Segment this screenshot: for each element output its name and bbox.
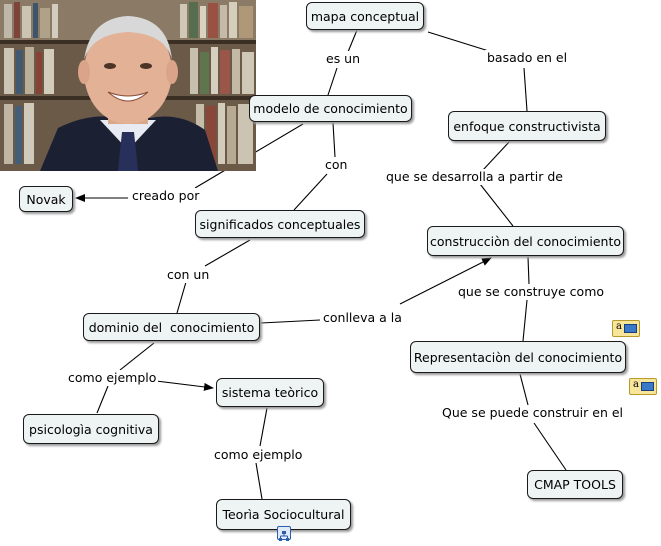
link-line bbox=[259, 407, 268, 447]
link-line bbox=[155, 380, 214, 391]
annotation-icon[interactable]: a bbox=[612, 320, 640, 337]
link-line bbox=[327, 67, 338, 96]
link-label-es-un[interactable]: es un bbox=[324, 51, 363, 67]
concept-enfoque-constructivista[interactable]: enfoque constructivista bbox=[448, 111, 606, 141]
link-line bbox=[527, 256, 530, 285]
concept-modelo-de-conocimiento[interactable]: modelo de conocimiento bbox=[249, 95, 412, 122]
link-line bbox=[260, 319, 321, 324]
annotation-letter-glyph: a bbox=[616, 321, 622, 332]
annotation-letter-glyph: a bbox=[633, 379, 639, 390]
link-label-con[interactable]: con bbox=[323, 157, 350, 173]
link-line bbox=[533, 422, 567, 471]
concept-cmap-tools[interactable]: CMAP TOOLS bbox=[527, 470, 623, 499]
annotation-icon[interactable]: a bbox=[629, 378, 657, 395]
concept-representacion-del-conocimiento[interactable]: Representaciòn del conocimiento bbox=[410, 341, 626, 373]
pen-icon bbox=[624, 324, 637, 333]
link-label-que-se-desarrolla[interactable]: que se desarrolla a partir de bbox=[384, 169, 565, 185]
link-line bbox=[427, 31, 493, 53]
sitemap-glyph bbox=[279, 531, 289, 541]
link-line bbox=[293, 173, 328, 211]
link-line bbox=[119, 342, 155, 371]
link-line bbox=[255, 462, 263, 500]
link-label-como-ejemplo-2[interactable]: como ejemplo bbox=[212, 447, 305, 463]
link-label-que-se-construye[interactable]: que se construye como bbox=[456, 284, 607, 300]
novak-portrait-image bbox=[0, 0, 256, 171]
link-line bbox=[482, 140, 511, 171]
pen-icon bbox=[641, 382, 654, 391]
link-label-con-un[interactable]: con un bbox=[165, 267, 212, 283]
link-label-que-se-puede-construir[interactable]: Que se puede construir en el bbox=[440, 405, 625, 421]
link-line bbox=[523, 67, 528, 112]
link-label-conlleva-a-la[interactable]: conlleva a la bbox=[321, 310, 404, 326]
link-label-como-ejemplo[interactable]: como ejemplo bbox=[66, 370, 159, 386]
link-line bbox=[399, 257, 492, 305]
link-line bbox=[176, 281, 187, 314]
concept-dominio-del-conocimiento[interactable]: dominio del conocimiento bbox=[83, 313, 260, 341]
concept-construccion-del-conocimiento[interactable]: construcciòn del conocimiento bbox=[427, 226, 624, 256]
concept-psicologia-cognitiva[interactable]: psicologìa cognitiva bbox=[23, 414, 159, 444]
concept-mapa-conceptual[interactable]: mapa conceptual bbox=[306, 2, 424, 30]
link-line bbox=[96, 385, 109, 414]
concept-teoria-sociocultural[interactable]: Teorìa Sociocultural bbox=[216, 499, 351, 530]
concept-novak[interactable]: Novak bbox=[19, 186, 73, 212]
link-label-basado-en-el[interactable]: basado en el bbox=[485, 50, 570, 66]
concept-significados-conceptuales[interactable]: significados conceptuales bbox=[195, 210, 365, 238]
link-line bbox=[519, 373, 529, 406]
link-line bbox=[332, 122, 336, 158]
link-line bbox=[522, 299, 528, 342]
link-line bbox=[347, 29, 358, 53]
link-line bbox=[479, 183, 514, 227]
link-line bbox=[204, 239, 251, 267]
link-label-creado-por[interactable]: creado por bbox=[130, 188, 202, 204]
sitemap-icon[interactable] bbox=[277, 526, 291, 541]
concept-sistema-teorico[interactable]: sistema teòrico bbox=[216, 378, 324, 407]
